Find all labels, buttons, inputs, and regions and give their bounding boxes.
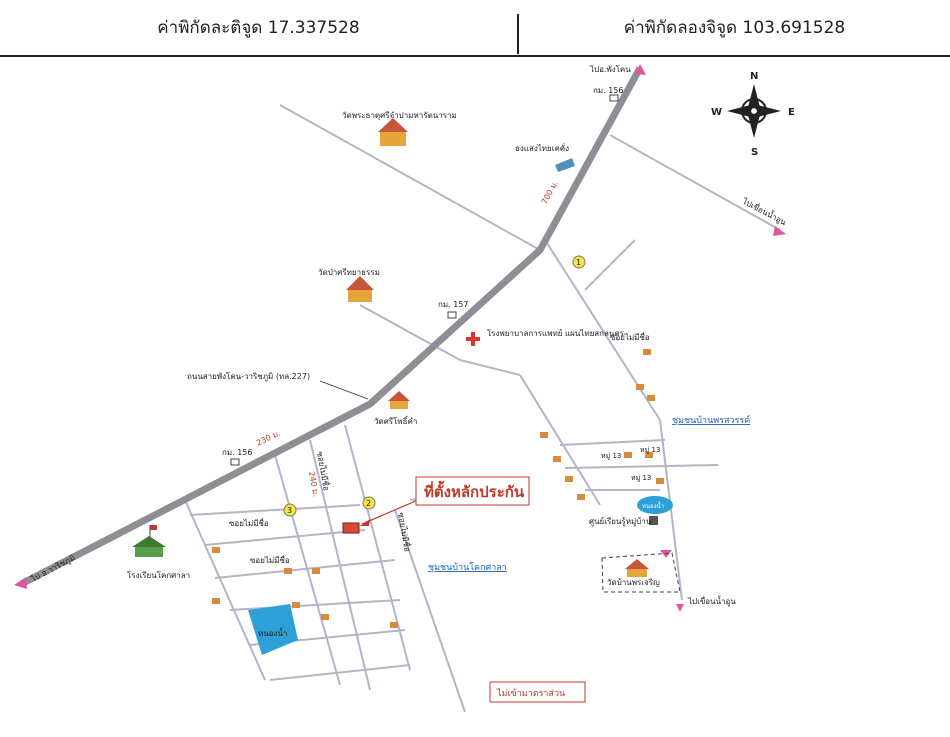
main-location-label: ที่ตั้งหลักประกัน	[424, 480, 525, 501]
soi-3-label: ซอยไม่มีชื่อ	[250, 554, 290, 565]
distance-2-label: 230 ม.	[255, 428, 282, 447]
hospital-label: โรงพยาบาลการแพทย์ แผนไทยสกลนคร	[487, 328, 625, 338]
village-center-label: ศูนย์เรียนรู้หมู่บ้าน	[589, 516, 652, 527]
village-center: ศูนย์เรียนรู้หมู่บ้าน	[589, 516, 658, 527]
km-3-label: กม. 156	[222, 448, 252, 457]
km-markers: กม. 156 กม. 157 กม. 156	[222, 86, 623, 466]
main-road	[23, 66, 644, 586]
not-to-scale-label: ไม่เข้ามาตราส่วน	[496, 688, 565, 699]
latitude-label: ค่าพิกัดละติจูด 17.337528	[157, 18, 360, 38]
temple-4-icon	[625, 559, 649, 577]
to-dam-2-label: ไปเขื่อนน้ำอูน	[687, 595, 736, 607]
km-3-icon	[230, 458, 240, 466]
compass-n: N	[750, 71, 758, 82]
marker-1: 1	[576, 258, 581, 267]
temple-1-label: วัดพระธาตุศรีจำปามหารัตนาราม	[342, 111, 457, 120]
houses	[212, 349, 664, 628]
moo-1-label: หมู่ 13	[601, 452, 621, 460]
ponds: หนองน้ำ หนองน้ำ	[248, 496, 673, 655]
company-label: ธงแสงไทยเคคั่ง	[515, 142, 569, 153]
moo-3-label: หมู่ 13	[631, 474, 651, 482]
soi-2-label: ซอยไม่มีชื่อ	[229, 517, 269, 528]
distance-3-label: 240 ม.	[307, 471, 320, 498]
compass-w: W	[711, 107, 722, 118]
km-1-label: กม. 156	[593, 86, 623, 95]
community-1-label: ชุมชนบ้านพรสวรรค์	[672, 414, 750, 426]
community-2-label: ชุมชนบ้านโคกศาลา	[428, 562, 507, 573]
longitude-label: ค่าพิกัดลองจิจูด 103.691528	[623, 18, 846, 38]
soi-1-label: ซอยไม่มีชื่อ	[610, 331, 650, 342]
compass: N S E W	[711, 71, 795, 158]
temple-4-label: วัดบ้านพรเจริญ	[607, 578, 660, 587]
moo-2-label: หมู่ 13	[640, 446, 660, 454]
soi-5-label: ซอยไม่มีชื่อ	[396, 511, 414, 552]
facilities: ธงแสงไทยเคคั่ง โรงพยาบาลการแพทย์ แผนไทยส…	[127, 142, 625, 580]
to-phangkhon-label: ไปอ.พังโคน	[589, 64, 631, 74]
km-1-icon	[609, 94, 619, 102]
marker-2: 2	[366, 499, 371, 508]
pond-1-label: หนองน้ำ	[258, 627, 287, 638]
direction-arrows	[14, 64, 786, 612]
temple-2-label: วัดป่าศรีทยาธรรม	[318, 268, 380, 277]
school-icon	[132, 525, 166, 557]
road-labels: ถนนสายพังโคน-วาริชภูมิ (ทล.227) ไปอ.พังโ…	[29, 64, 789, 607]
company-icon	[555, 158, 575, 172]
not-to-scale: ไม่เข้ามาตราส่วน	[489, 681, 586, 703]
hospital-icon	[466, 332, 480, 346]
temple-2-icon	[346, 276, 374, 302]
coordinates-header: ค่าพิกัดละติจูด 17.337528 ค่าพิกัดลองจิจ…	[0, 0, 950, 57]
temple-1-icon	[378, 118, 408, 146]
temple-3-icon	[388, 391, 410, 409]
temple-3-label: วัดศรีโพธิ์คำ	[374, 415, 417, 426]
pond-2-label: หนองน้ำ	[642, 500, 664, 510]
school-label: โรงเรียนโคกศาลา	[127, 570, 190, 580]
to-warichaphum-label: ไป อ.วาริชภูมิ	[29, 553, 77, 585]
location-map: ที่ตั้งหลักประกัน หนองน้ำ หนองน้ำ วัดพระ…	[14, 64, 795, 713]
distance-1-label: 700 ม.	[540, 179, 560, 206]
markers: 1 2 3	[283, 255, 586, 517]
compass-s: S	[751, 147, 758, 158]
collateral-location: ที่ตั้งหลักประกัน	[342, 476, 530, 534]
km-2-icon	[447, 311, 457, 319]
main-road-label: ถนนสายพังโคน-วาริชภูมิ (ทล.227)	[187, 371, 310, 382]
header-divider	[517, 14, 519, 54]
compass-e: E	[788, 107, 795, 118]
marker-3: 3	[287, 506, 292, 515]
km-2-label: กม. 157	[438, 300, 468, 309]
temples: วัดพระธาตุศรีจำปามหารัตนาราม วัดป่าศรีทย…	[318, 111, 681, 593]
